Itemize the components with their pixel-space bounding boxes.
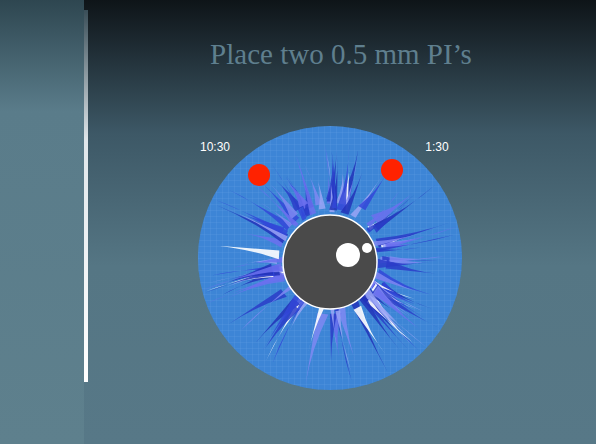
light-reflex [336,243,360,267]
iris-fiber [261,295,302,354]
iris-fiber [216,203,288,241]
iris-fiber [335,310,351,371]
iris-fiber [258,304,300,361]
iris-fibers [202,137,458,384]
slide-title: Place two 0.5 mm PI’s [86,38,596,71]
iridotomy-mark [381,159,403,181]
iris-fiber [289,137,316,216]
iris-fiber [216,205,286,243]
iris-fiber [375,235,454,252]
iris-fiber [316,173,326,210]
iris-fiber [372,284,443,330]
iris-fiber [307,307,324,356]
iris-fiber [332,158,337,208]
accent-bar [84,10,88,382]
iris [198,126,462,390]
iris-fiber [377,259,430,268]
light-reflex [362,243,372,253]
side-panel [0,0,84,444]
iris-fiber [358,293,401,351]
iris-grid [198,126,462,390]
pupil [283,215,377,309]
clock-position-label: 10:30 [200,140,230,154]
iris-fiber [389,256,446,263]
clock-position-label: 1:30 [425,140,448,154]
iris-fiber [206,245,280,259]
iris-fiber [241,286,292,330]
iris-fiber [373,201,409,233]
iris-fiber [372,232,427,247]
iris-fiber [329,156,337,210]
iris-fiber [377,247,421,252]
iris-fiber [253,184,297,226]
iris-fiber [340,173,362,215]
iris-fiber [330,305,338,350]
iris-fiber [366,195,414,233]
iris-fiber [336,141,349,211]
iris-fiber [374,288,433,340]
iridotomy-mark [248,164,270,186]
iris-fiber [350,172,384,218]
iris-fiber [228,289,286,324]
iris-fiber [202,263,283,291]
